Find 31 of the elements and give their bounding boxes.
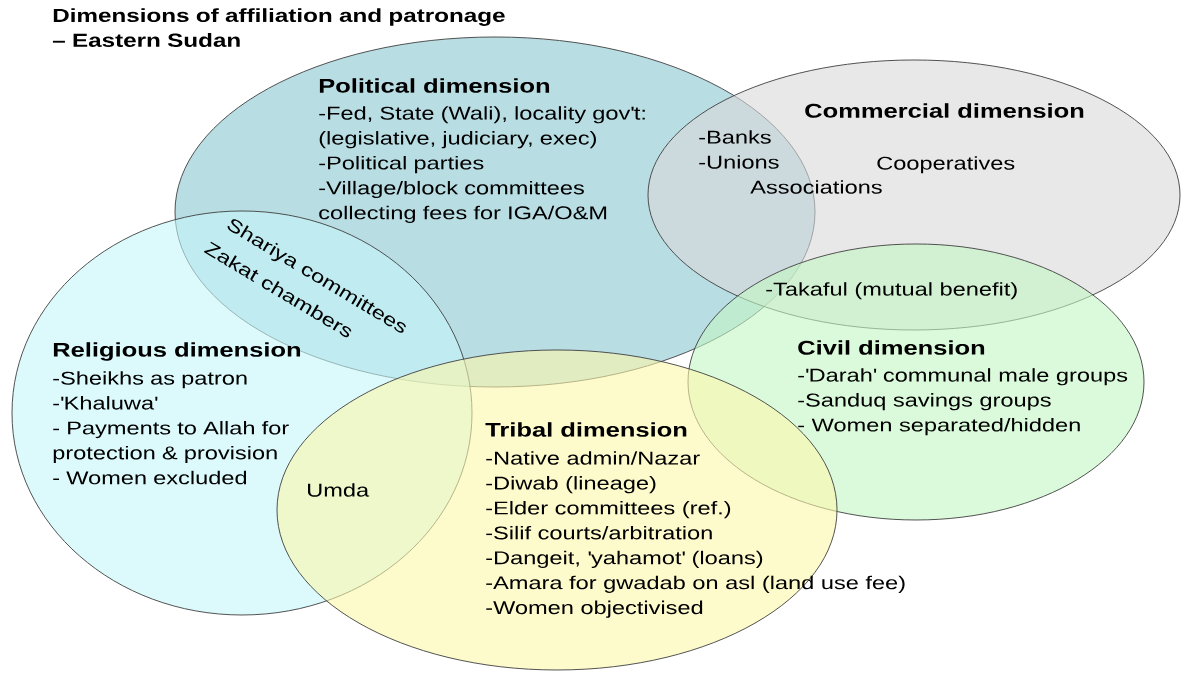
list-item: - Women separated/hidden bbox=[798, 418, 1080, 436]
list-item: -Elder committees (ref.) bbox=[486, 501, 731, 519]
list-item: Cooperatives bbox=[877, 156, 1015, 174]
heading: Commercial dimension bbox=[805, 103, 1084, 118]
venn-ellipse bbox=[647, 59, 1181, 331]
region-label: Umda bbox=[308, 483, 370, 497]
list-item: -Women objectivised bbox=[486, 600, 703, 618]
region-label: -Unions bbox=[699, 155, 779, 169]
list-item: -Dangeit, 'yahamot' (loans) bbox=[486, 550, 763, 568]
heading: Religious dimension bbox=[53, 342, 301, 361]
list-item: collecting fees for IGA/O&M bbox=[319, 205, 607, 223]
list-item: -'Khaluwa' bbox=[53, 396, 158, 410]
list-item: -Political parties bbox=[319, 156, 484, 174]
region-label: Associations bbox=[750, 180, 882, 194]
list-item: -Fed, State (Wali), locality gov't: (legislative, judiciary, exec) bbox=[319, 106, 645, 149]
heading: Civil dimension bbox=[798, 340, 985, 355]
list-item: -Village/block committees bbox=[319, 180, 584, 199]
heading: Tribal dimension bbox=[485, 422, 687, 437]
region-label: -Banks bbox=[699, 130, 771, 144]
title: Dimensions of affiliation and patronage – Eastern Sudan bbox=[52, 8, 505, 47]
list-item: -'Darah' communal male groups bbox=[798, 368, 1128, 386]
list-item: - Payments to Allah for protection & provision bbox=[53, 421, 289, 464]
list-item: -Silif courts/arbitration bbox=[486, 525, 712, 540]
heading: Political dimension bbox=[319, 78, 550, 93]
list-item: -Amara for gwadab on asl (land use fee) bbox=[486, 575, 905, 593]
list-item: -Native admin/Nazar bbox=[486, 451, 700, 465]
list-item: -Sanduq savings groups bbox=[798, 393, 1051, 411]
region-label: -Takaful (mutual benefit) bbox=[766, 282, 1017, 300]
list-item: - Women excluded bbox=[53, 470, 247, 485]
list-item: -Sheikhs as patron bbox=[53, 371, 247, 389]
list-item: -Diwab (lineage) bbox=[486, 476, 656, 494]
